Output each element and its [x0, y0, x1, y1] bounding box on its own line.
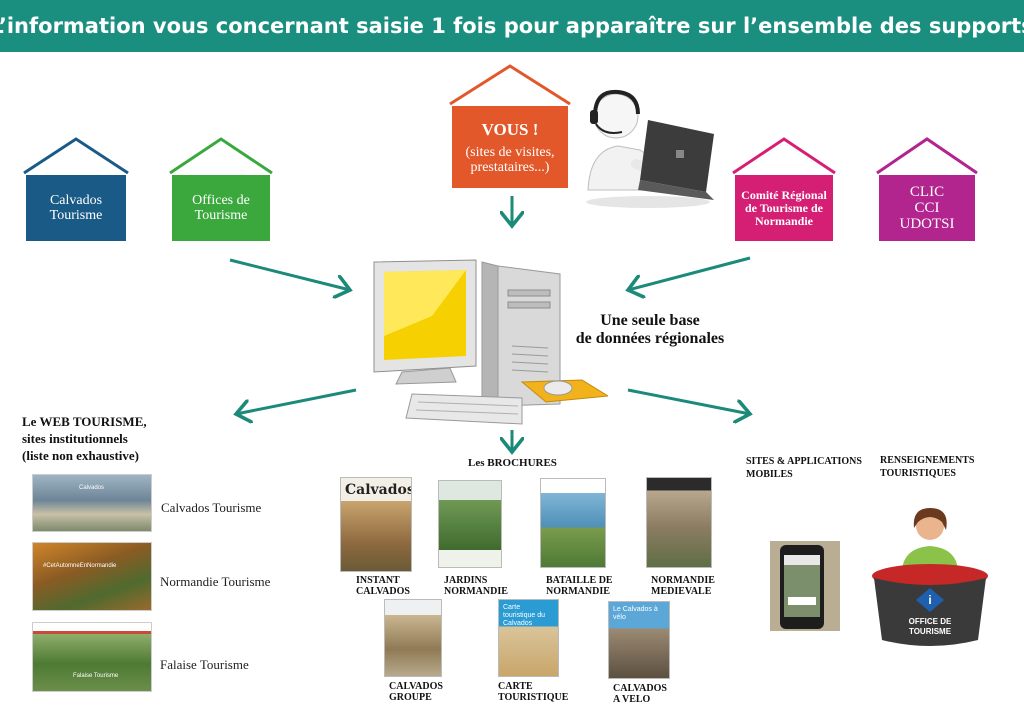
database-line1: Une seule base [600, 312, 700, 329]
web-heading-line3: (liste non exhaustive) [22, 448, 139, 463]
web-heading: Le WEB TOURISME, sites institutionnels (… [22, 413, 147, 464]
house-calvados-label: Calvados Tourisme [49, 193, 103, 223]
smartphone-icon [770, 541, 840, 631]
site-thumb-falaise-caption: Falaise Tourisme [73, 673, 119, 679]
brochure-label-instant: INSTANT CALVADOS [356, 575, 410, 597]
brochure-cover-instant-calvados-title: Calvados [345, 482, 412, 498]
web-heading-line1: Le WEB TOURISME, [22, 414, 147, 429]
web-heading-line2: sites institutionnels [22, 431, 128, 446]
house-crt-label: Comité Régional de Tourisme de Normandie [741, 187, 827, 228]
site-thumb-normandie-caption: #CetAutomneEnNormandie [43, 563, 117, 569]
renseignements-heading: RENSEIGNEMENTS TOURISTIQUES [880, 454, 974, 480]
brochure-label-carte-l2: TOURISTIQUE [498, 692, 569, 703]
brochure-label-medievale-l1: NORMANDIE [651, 575, 715, 586]
brochure-label-jardins-l1: JARDINS [444, 575, 488, 586]
brochure-cover-bataille[interactable] [540, 478, 606, 568]
arrow-left-in [229, 258, 350, 290]
brochure-label-instant-l2: CALVADOS [356, 586, 410, 597]
brochure-cover-velo[interactable]: Le Calvados à vélo [608, 601, 670, 679]
brochure-label-jardins: JARDINS NORMANDIE [444, 575, 508, 597]
brochure-cover-carte-title: Carte touristique du Calvados [503, 604, 546, 627]
mobile-heading: SITES & APPLICATIONS MOBILES [746, 455, 862, 481]
brochure-label-velo-l1: CALVADOS [613, 683, 667, 694]
house-crt-normandie: Comité Régional de Tourisme de Normandie [735, 175, 833, 241]
brochure-label-jardins-l2: NORMANDIE [444, 586, 508, 597]
roof-calvados [23, 137, 129, 175]
brochure-label-bataille-l2: NORMANDIE [546, 586, 610, 597]
brochure-label-groupe-l2: GROUPE [389, 692, 432, 703]
brochure-label-bataille-l1: BATAILLE DE [546, 575, 613, 586]
roof-clic [876, 137, 978, 175]
brochure-cover-velo-title: Le Calvados à vélo [613, 606, 658, 621]
site-label-normandie[interactable]: Normandie Tourisme [160, 574, 271, 589]
brochure-label-medievale: NORMANDIE MEDIEVALE [651, 575, 715, 597]
roof-vous [449, 64, 571, 106]
database-caption: Une seule base de données régionales [560, 312, 740, 348]
brochure-label-groupe: CALVADOS GROUPE [389, 681, 443, 703]
mobile-heading-line1: SITES & APPLICATIONS [746, 456, 862, 467]
house-clic-line1: CLIC [909, 184, 945, 200]
brochure-cover-groupe[interactable] [384, 599, 442, 677]
house-offices-label: Offices de Tourisme [192, 193, 250, 223]
brochure-cover-jardins[interactable] [438, 480, 502, 568]
house-calvados-tourisme: Calvados Tourisme [26, 175, 126, 241]
tourist-office-desk-icon: i OFFICE DE TOURISME [872, 508, 988, 646]
desk-text-line1: OFFICE DE [909, 617, 952, 626]
brochure-cover-medievale[interactable] [646, 477, 712, 568]
brochure-label-carte: CARTE TOURISTIQUE [498, 681, 568, 703]
house-clic-line2: CCI [914, 200, 940, 216]
arrow-right-in [628, 256, 751, 290]
renseignements-line2: TOURISTIQUES [880, 468, 956, 479]
brochure-label-groupe-l1: CALVADOS [389, 681, 443, 692]
desk-text-line2: TOURISME [909, 627, 952, 636]
house-vous: VOUS ! (sites de visites, prestataires..… [452, 106, 568, 188]
brochure-label-medievale-l2: MEDIEVALE [651, 586, 712, 597]
brochure-label-bataille: BATAILLE DE NORMANDIE [546, 575, 613, 597]
arrow-out-left [236, 388, 357, 414]
house-clic-cci-udotsi: CLIC CCI UDOTSI [879, 175, 975, 241]
house-offices-tourisme: Offices de Tourisme [172, 175, 270, 241]
site-label-calvados[interactable]: Calvados Tourisme [161, 500, 262, 515]
brochure-cover-carte[interactable]: Carte touristique du Calvados [498, 599, 559, 677]
desk-logo-letter: i [928, 593, 931, 607]
roof-offices [169, 137, 273, 175]
house-clic-line3: UDOTSI [899, 216, 955, 232]
house-vous-subtitle: (sites de visites, prestataires...) [465, 145, 555, 175]
brochure-label-velo: CALVADOS A VELO [613, 683, 667, 705]
site-thumb-normandie[interactable]: #CetAutomneEnNormandie [32, 542, 152, 611]
renseignements-line1: RENSEIGNEMENTS [880, 455, 975, 466]
roof-crt [732, 137, 836, 175]
brochures-heading: Les BROCHURES [468, 457, 557, 469]
operator-laptop-icon [586, 89, 714, 208]
brochure-label-velo-l2: A VELO [613, 694, 651, 705]
site-thumb-calvados-caption: Calvados [79, 485, 105, 491]
site-label-falaise[interactable]: Falaise Tourisme [160, 657, 249, 672]
site-thumb-calvados[interactable]: Calvados [32, 474, 152, 532]
arrow-out-right [627, 388, 750, 414]
central-computer-icon [373, 259, 608, 425]
brochure-label-instant-l1: INSTANT [356, 575, 400, 586]
database-line2: de données régionales [575, 330, 725, 347]
page-banner: L’information vous concernant saisie 1 f… [0, 0, 1024, 52]
brochure-label-carte-l1: CARTE [498, 681, 533, 692]
mobile-heading-line2: MOBILES [746, 469, 793, 480]
house-vous-title: VOUS ! [481, 120, 539, 139]
brochure-cover-instant-calvados[interactable]: Calvados [340, 477, 412, 572]
site-thumb-falaise[interactable]: Falaise Tourisme [32, 622, 152, 692]
